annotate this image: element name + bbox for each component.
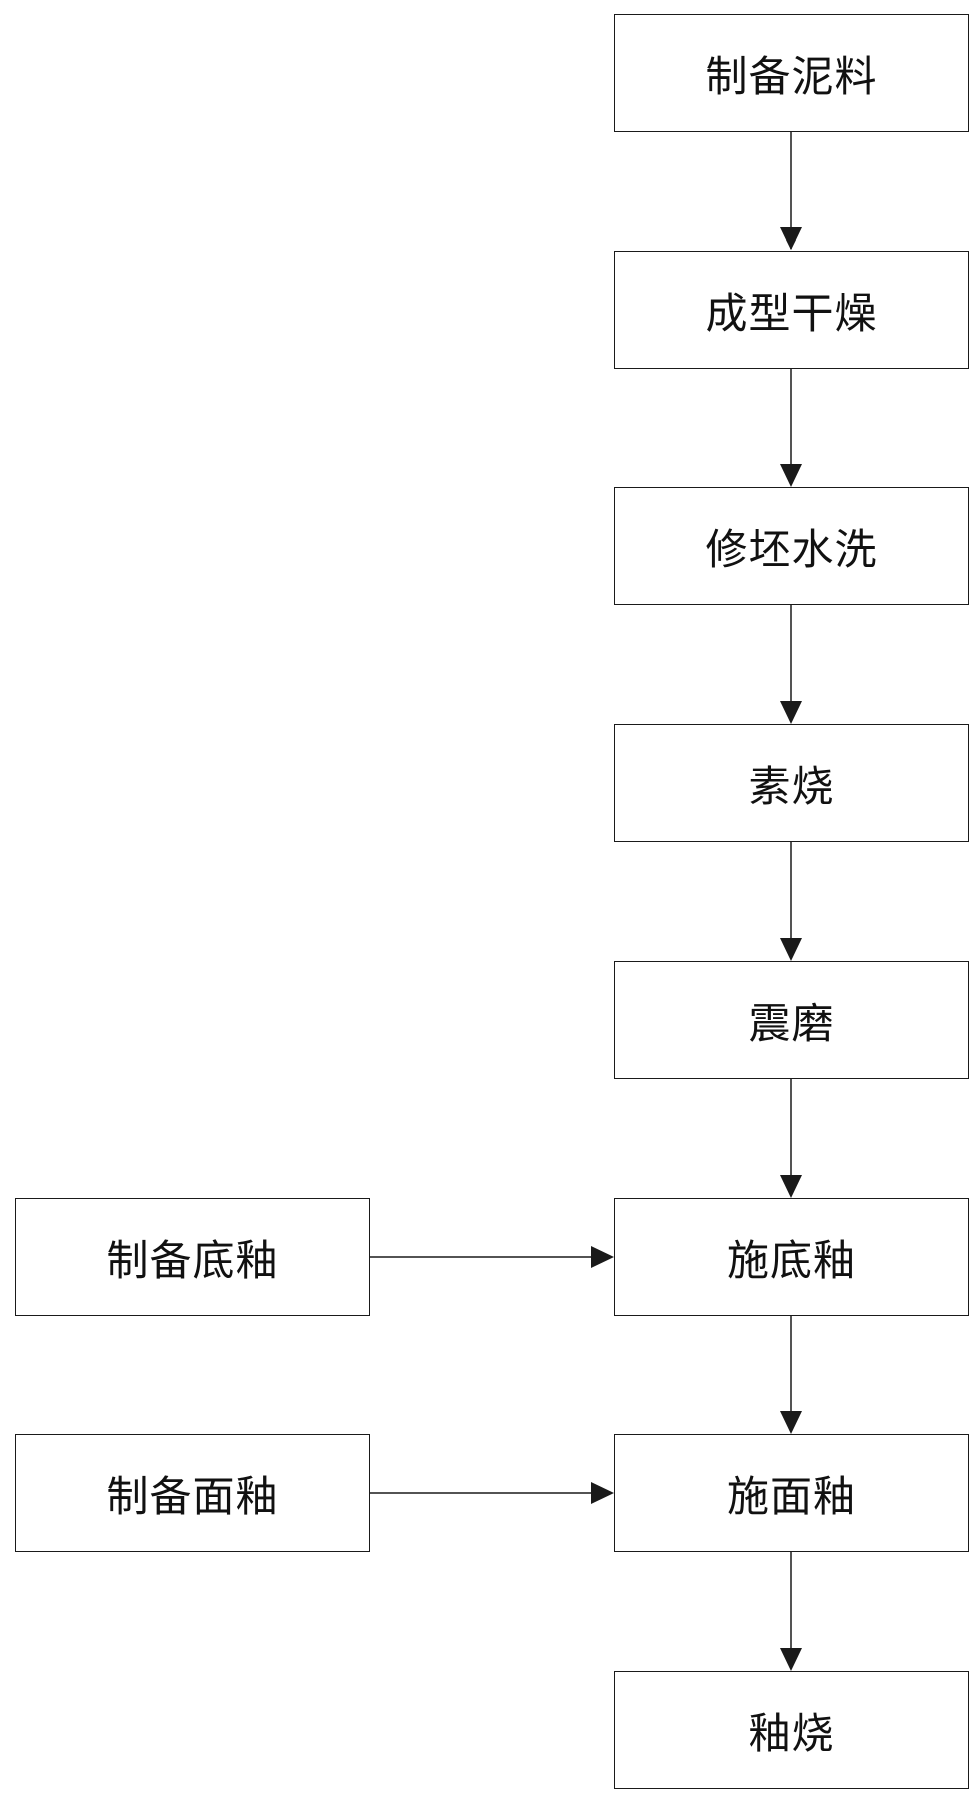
arrowhead-step3 (780, 464, 802, 487)
step-bisque-firing: 素烧 (614, 724, 969, 842)
step-glaze-firing: 釉烧 (614, 1671, 969, 1789)
step-apply-surface-glaze: 施面釉 (614, 1434, 969, 1552)
arrowhead-step5 (780, 938, 802, 961)
step-prepare-clay-label: 制备泥料 (705, 51, 878, 101)
step-vibratory-grinding: 震磨 (614, 961, 969, 1079)
step-forming-drying: 成型干燥 (614, 251, 969, 369)
step-vibratory-grinding-label: 震磨 (748, 998, 835, 1048)
arrowhead-step6 (780, 1175, 802, 1198)
step-trimming-washing-label: 修坯水洗 (705, 524, 878, 574)
side-prepare-ground-glaze: 制备底釉 (15, 1198, 370, 1316)
arrowhead-side2 (591, 1482, 614, 1504)
step-glaze-firing-label: 釉烧 (748, 1708, 835, 1758)
step-apply-surface-glaze-label: 施面釉 (726, 1471, 856, 1521)
side-prepare-ground-glaze-label: 制备底釉 (106, 1235, 279, 1285)
step-bisque-firing-label: 素烧 (748, 761, 835, 811)
step-forming-drying-label: 成型干燥 (705, 288, 878, 338)
arrowhead-step4 (780, 701, 802, 724)
side-prepare-surface-glaze-label: 制备面釉 (106, 1471, 279, 1521)
step-prepare-clay: 制备泥料 (614, 14, 969, 132)
arrowhead-step7 (780, 1411, 802, 1434)
step-apply-ground-glaze: 施底釉 (614, 1198, 969, 1316)
step-trimming-washing: 修坯水洗 (614, 487, 969, 605)
step-apply-ground-glaze-label: 施底釉 (726, 1235, 856, 1285)
arrowhead-step8 (780, 1648, 802, 1671)
arrowhead-step2 (780, 227, 802, 250)
arrowhead-side1 (591, 1246, 614, 1268)
side-prepare-surface-glaze: 制备面釉 (15, 1434, 370, 1552)
